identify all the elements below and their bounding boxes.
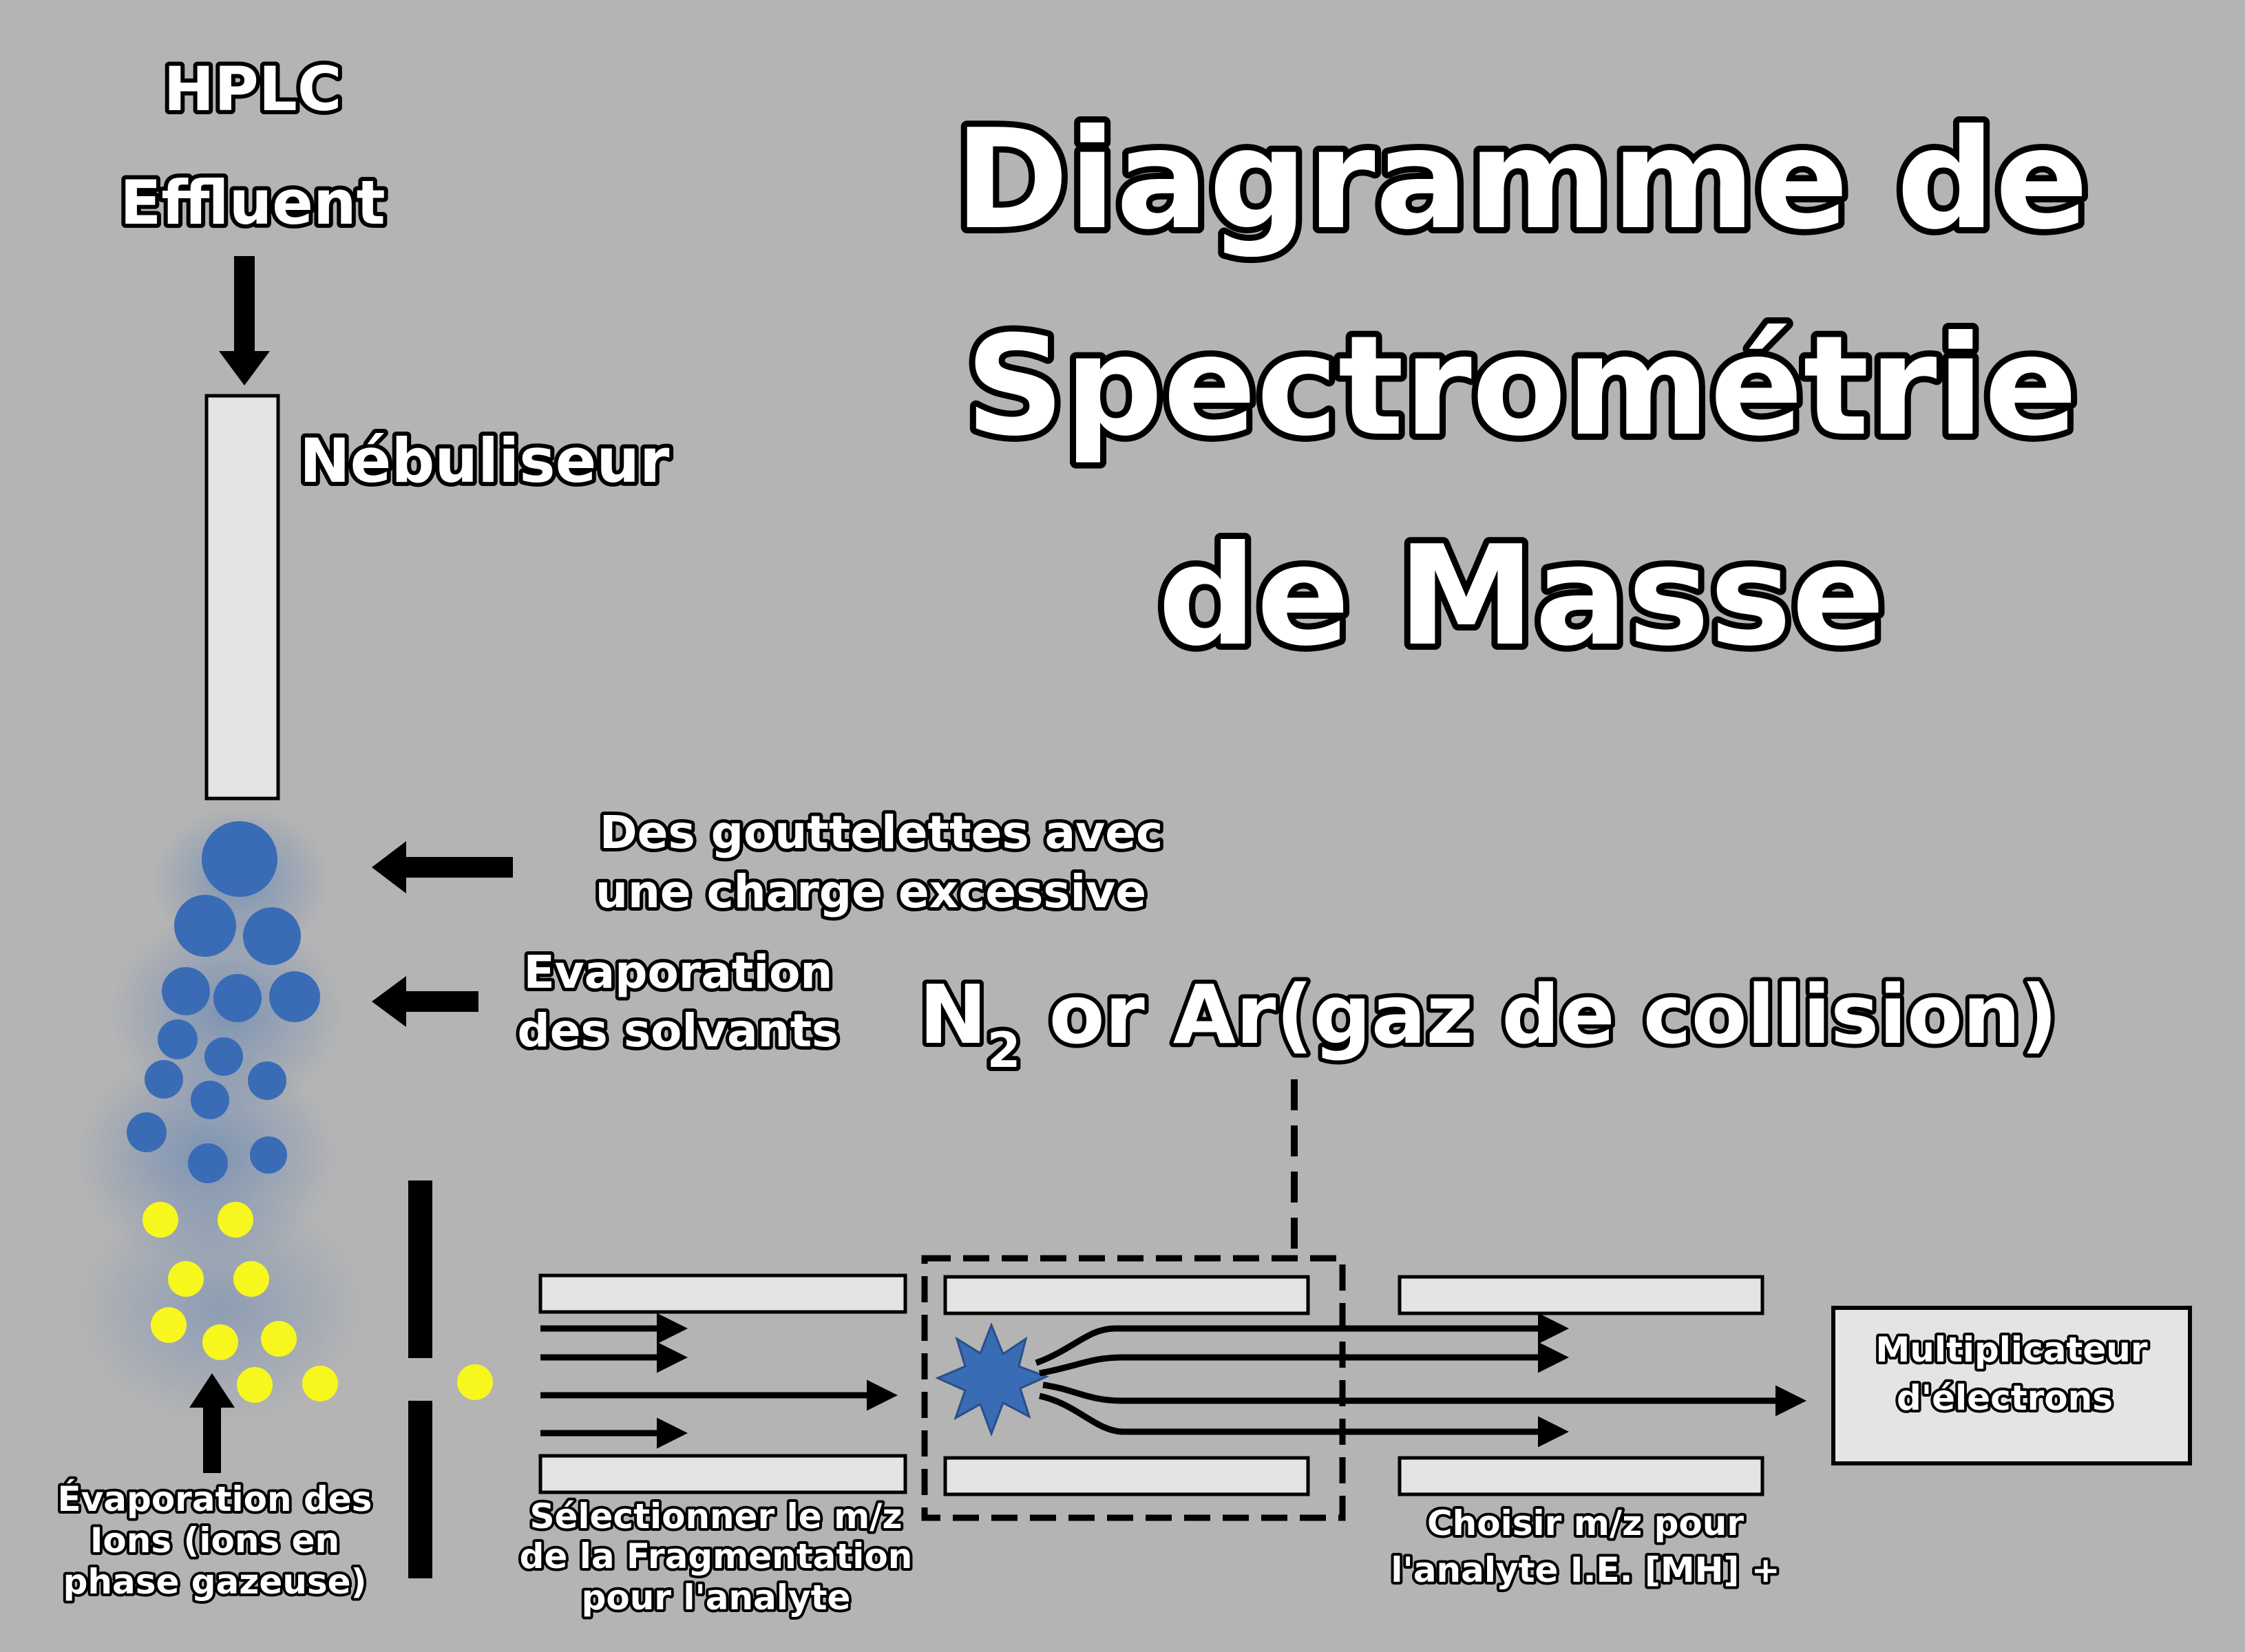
droplets-arrow-head xyxy=(372,841,406,893)
hplc-label-line-2: Effluent xyxy=(120,167,385,238)
q3-rod-top xyxy=(1398,1275,1764,1315)
solvent-evap-arrow-head xyxy=(372,976,406,1027)
q3-caption-line-1: Choisir m/z pour xyxy=(1427,1503,1744,1543)
collision-cell-boundary xyxy=(921,1255,1346,1521)
gas-formula-rest: or Ar(gaz de collision) xyxy=(1020,967,2057,1062)
q3-caption-line-2: l'analyte I.E. [MH] + xyxy=(1391,1550,1780,1590)
fragment-ion-beams xyxy=(1035,1313,1806,1448)
title-line-2: Spectrométrie xyxy=(965,306,2078,467)
charged-droplets xyxy=(127,821,320,1183)
fragmentation-burst-icon xyxy=(935,1322,1049,1437)
q2-rod-top xyxy=(943,1275,1310,1315)
title-line-1: Diagramme de xyxy=(954,100,2088,260)
entering-ion xyxy=(457,1364,493,1400)
hplc-label-line-1: HPLC xyxy=(164,54,342,125)
detector-label-line-2: d'électrons xyxy=(1897,1378,2113,1418)
electron-multiplier-box xyxy=(1831,1306,2192,1465)
nebulizer-label: Nébuliseur xyxy=(299,425,670,496)
gas-phase-ions xyxy=(143,1202,338,1403)
aperture-plate-top xyxy=(408,1180,432,1358)
hplc-arrow-head xyxy=(219,351,270,385)
collision-gas-label: N2 or Ar(gaz de collision) xyxy=(919,967,2058,1079)
droplets-label-line-1: Des gouttelettes avec xyxy=(600,806,1163,859)
ion-evap-label-line-3: phase gazeuse) xyxy=(63,1562,367,1602)
ion-evap-arrow-head xyxy=(189,1373,235,1408)
q1-caption-line-3: pour l'analyte xyxy=(582,1578,851,1618)
ion-evap-label-line-1: Évaporation des xyxy=(58,1479,372,1519)
q2-rod-bottom xyxy=(943,1456,1310,1496)
q1-rod-bottom xyxy=(538,1454,907,1494)
q1-caption-line-2: de la Fragmentation xyxy=(520,1536,913,1576)
solvent-evap-label-line-2: des solvants xyxy=(518,1004,839,1057)
ion-evap-label-line-2: Ions (ions en xyxy=(90,1521,339,1560)
title-line-3: de Masse xyxy=(1158,516,1885,677)
nebulizer-tube xyxy=(204,394,280,801)
gas-formula-symbol: N xyxy=(919,967,987,1062)
q1-rod-top xyxy=(538,1273,907,1314)
q1-ion-beams xyxy=(540,1313,898,1449)
q3-rod-bottom xyxy=(1398,1456,1764,1496)
gas-formula-subscript: 2 xyxy=(987,1022,1021,1079)
detector-label-line-1: Multiplicateur xyxy=(1875,1330,2147,1370)
solvent-evap-label-line-1: Evaporation xyxy=(524,946,833,999)
aperture-plate-bottom xyxy=(408,1401,432,1578)
droplets-label-line-2: une charge excessive xyxy=(595,865,1146,918)
q1-caption-line-1: Sélectionner le m/z xyxy=(529,1496,902,1536)
